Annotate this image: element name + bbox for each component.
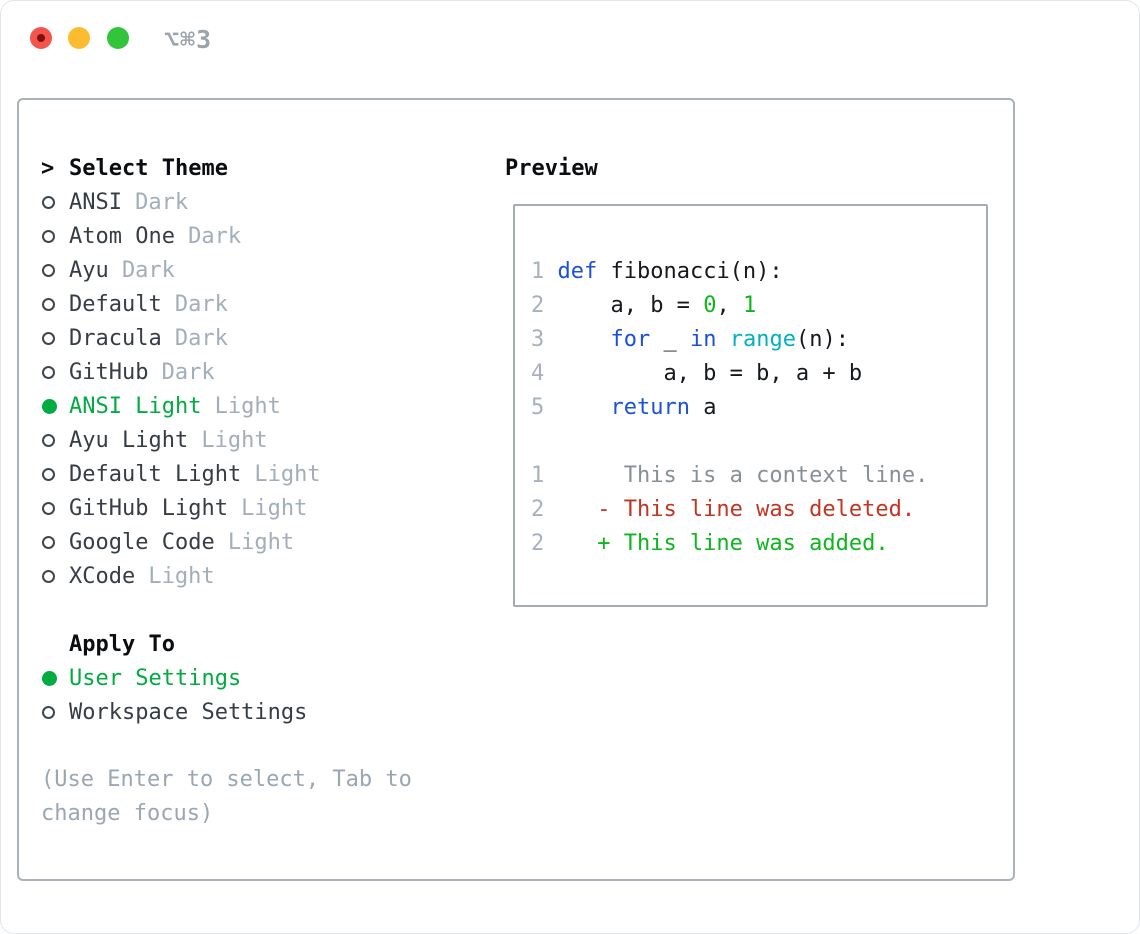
radio-icon bbox=[42, 535, 55, 549]
titlebar: ⌥⌘3 bbox=[1, 1, 1139, 75]
apply-to-title: Apply To bbox=[69, 631, 175, 657]
theme-option-dracula[interactable]: Dracula Dark bbox=[41, 321, 481, 355]
theme-option-default[interactable]: Default Dark bbox=[41, 287, 481, 321]
preview-line: 2 a, b = 0, 1 bbox=[531, 292, 757, 318]
theme-option-ansi-light[interactable]: ANSI Light Light bbox=[41, 389, 481, 423]
select-theme-heading-row: > Select Theme bbox=[41, 151, 481, 185]
radio-icon bbox=[42, 297, 55, 311]
spacer bbox=[41, 593, 481, 627]
preview-line: 2 - This line was deleted. bbox=[531, 496, 916, 522]
apply-to-list: User Settings Workspace Settings bbox=[41, 661, 481, 729]
select-theme-title: Select Theme bbox=[69, 155, 228, 181]
radio-icon bbox=[42, 398, 57, 414]
window-shortcut-label: ⌥⌘3 bbox=[164, 25, 213, 54]
radio-icon bbox=[42, 501, 55, 515]
radio-icon bbox=[42, 569, 55, 583]
apply-option-workspace-settings[interactable]: Workspace Settings bbox=[41, 695, 481, 729]
preview-code: 1 def fibonacci(n): 2 a, b = 0, 1 3 for _ … bbox=[531, 254, 978, 560]
theme-option-atom-one[interactable]: Atom One Dark bbox=[41, 219, 481, 253]
theme-option-google-code[interactable]: Google Code Light bbox=[41, 525, 481, 559]
theme-option-ayu-light[interactable]: Ayu Light Light bbox=[41, 423, 481, 457]
code-lines: 1 def fibonacci(n): 2 a, b = 0, 1 3 for _ … bbox=[531, 254, 978, 424]
preview-line: 2 + This line was added. bbox=[531, 530, 889, 556]
minimize-button[interactable] bbox=[68, 27, 90, 49]
theme-column: > Select Theme ANSI Dark Atom One Dark A… bbox=[41, 151, 481, 831]
theme-list: ANSI Dark Atom One Dark Ayu Dark Default… bbox=[41, 185, 481, 593]
apply-option-user-settings[interactable]: User Settings bbox=[41, 661, 481, 695]
theme-option-xcode[interactable]: XCode Light bbox=[41, 559, 481, 593]
preview-line: 5 return a bbox=[531, 394, 717, 420]
theme-option-ayu[interactable]: Ayu Dark bbox=[41, 253, 481, 287]
theme-picker-panel: > Select Theme ANSI Dark Atom One Dark A… bbox=[17, 98, 1015, 881]
preview-line: 1 def fibonacci(n): bbox=[531, 258, 783, 284]
apply-to-heading-row: Apply To bbox=[41, 627, 481, 661]
preview-line: 1 This is a context line. bbox=[531, 462, 929, 488]
radio-icon bbox=[42, 263, 55, 277]
theme-option-github[interactable]: GitHub Dark bbox=[41, 355, 481, 389]
theme-option-github-light[interactable]: GitHub Light Light bbox=[41, 491, 481, 525]
radio-icon bbox=[42, 670, 57, 686]
radio-icon bbox=[42, 229, 55, 243]
focus-caret-icon: > bbox=[41, 155, 55, 181]
preview-box: 1 def fibonacci(n): 2 a, b = 0, 1 3 for _ … bbox=[513, 204, 988, 607]
spacer bbox=[41, 729, 481, 763]
theme-option-ansi[interactable]: ANSI Dark bbox=[41, 185, 481, 219]
maximize-button[interactable] bbox=[107, 27, 129, 49]
radio-icon bbox=[42, 331, 55, 345]
close-button-dot-icon bbox=[37, 34, 45, 42]
radio-icon bbox=[42, 433, 55, 447]
preview-title: Preview bbox=[505, 155, 598, 181]
theme-option-default-light[interactable]: Default Light Light bbox=[41, 457, 481, 491]
close-button[interactable] bbox=[30, 27, 52, 49]
radio-icon bbox=[42, 365, 55, 379]
preview-line: 3 for _ in range(n): bbox=[531, 326, 849, 352]
radio-icon bbox=[42, 705, 55, 719]
hint-text: (Use Enter to select, Tab to change focu… bbox=[41, 767, 412, 826]
diff-lines: 1 This is a context line. 2 - This line w… bbox=[531, 458, 978, 560]
radio-icon bbox=[42, 467, 55, 481]
preview-line: 4 a, b = b, a + b bbox=[531, 360, 863, 386]
radio-icon bbox=[42, 195, 55, 209]
